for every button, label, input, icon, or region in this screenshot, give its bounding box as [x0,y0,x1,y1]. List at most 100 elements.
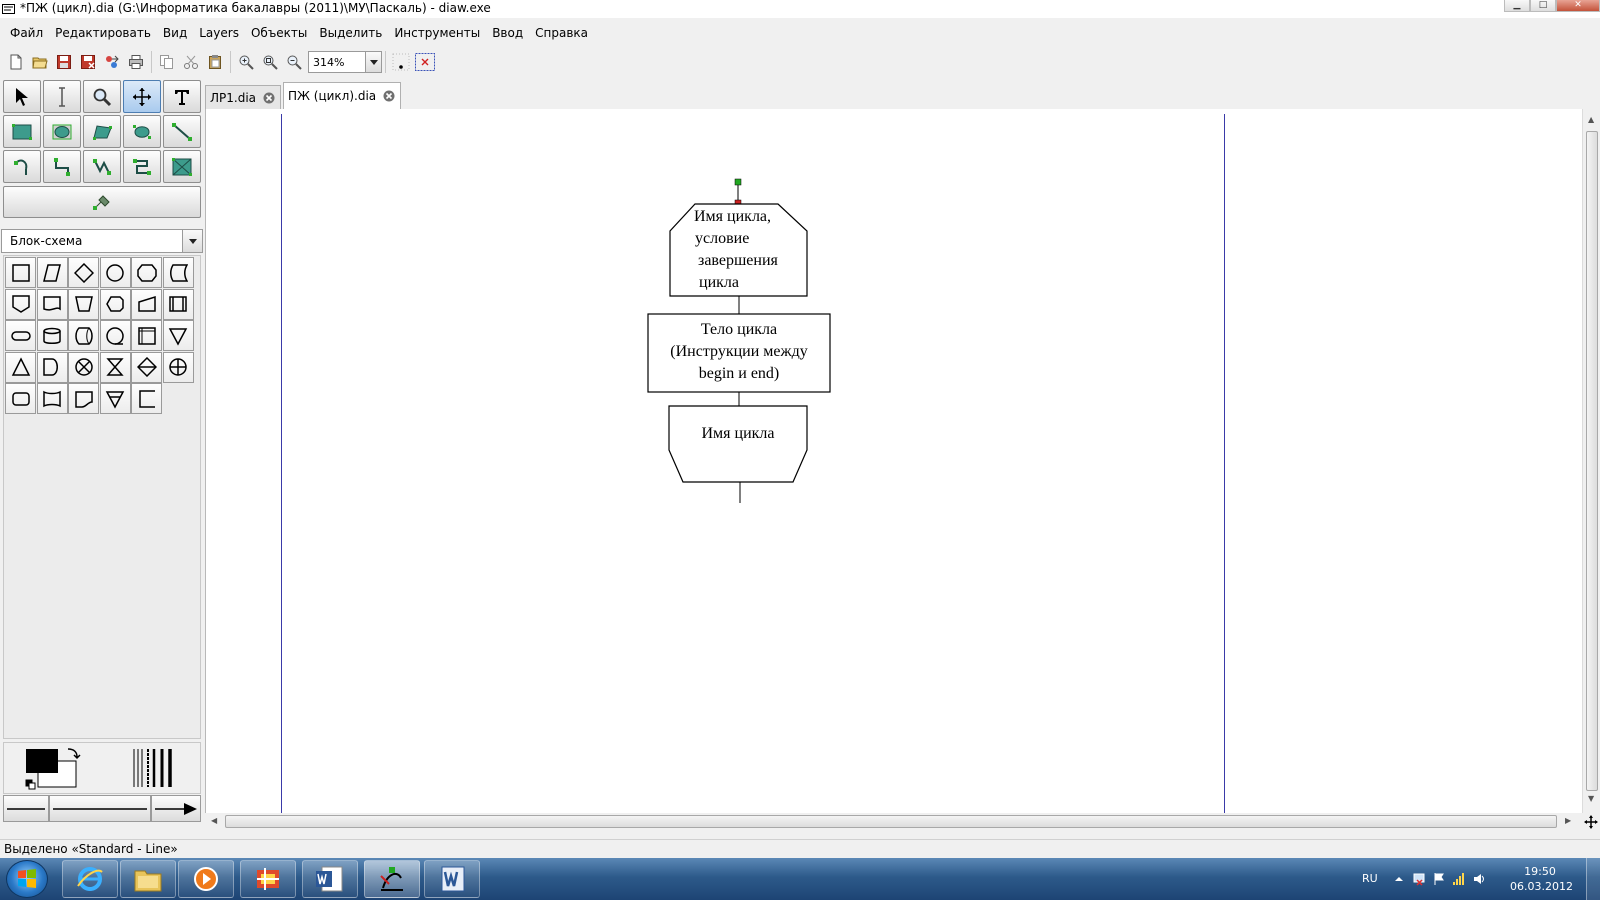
print-button[interactable] [124,50,148,74]
beziergon-tool[interactable] [123,115,161,148]
network-icon[interactable] [1412,871,1426,887]
shape-decision[interactable] [68,257,99,288]
save-as-button[interactable] [76,50,100,74]
text-cursor-tool[interactable] [43,80,81,113]
shape-direct-access[interactable] [68,320,99,351]
scroll-left-arrow[interactable]: ◀ [211,816,218,825]
shape-stored-data[interactable] [162,257,194,288]
shape-punched-card[interactable] [5,383,36,414]
taskbar-explorer[interactable] [62,860,118,898]
shape-connector[interactable] [99,257,131,288]
zoom-input[interactable] [308,51,366,73]
menu-objects[interactable]: Объекты [250,26,308,40]
snap-to-grid-button[interactable] [389,50,413,74]
signal-icon[interactable] [1452,871,1466,887]
tray-expand-icon[interactable] [1392,871,1406,887]
taskbar-dia[interactable] [364,860,420,898]
shape-summing-junction[interactable] [68,351,99,383]
sheet-selector[interactable]: Блок-схема [1,229,203,253]
outline-tool[interactable] [3,186,201,218]
swap-colors-icon[interactable] [67,748,81,760]
menu-file[interactable]: Файл [10,26,44,40]
bezier-line-tool[interactable] [123,150,161,183]
snap-to-objects-button[interactable] [413,50,437,74]
taskbar-file-manager[interactable] [120,860,176,898]
shape-delay[interactable] [36,351,68,383]
diagram-canvas[interactable]: Имя цикла, условие завершения цикла Тело… [205,109,1582,813]
zigzag-line-tool[interactable] [43,150,81,183]
maximize-button[interactable]: □ [1530,0,1556,12]
shape-card[interactable] [68,383,99,414]
ellipse-tool[interactable] [43,115,81,148]
shape-predefined-process[interactable] [162,288,194,320]
tab-close-button[interactable] [382,89,396,103]
menu-layers[interactable]: Layers [199,26,239,40]
magnify-tool[interactable] [83,80,121,113]
tab-close-button[interactable] [262,91,276,105]
shape-merge[interactable] [162,320,194,351]
scroll-right-arrow[interactable]: ▶ [1565,816,1572,825]
polygon-tool[interactable] [83,115,121,148]
tab-pzh-cycle[interactable]: ПЖ (цикл).dia [283,82,402,109]
menu-tools[interactable]: Инструменты [394,26,481,40]
shape-preparation[interactable] [131,257,162,288]
zoom-fit-button[interactable] [258,50,282,74]
tab-lr1[interactable]: ЛР1.dia [205,85,282,109]
shape-manual-input[interactable] [131,288,162,320]
open-file-button[interactable] [28,50,52,74]
horizontal-scroll-thumb[interactable] [225,815,1557,828]
sheet-dropdown-button[interactable] [182,230,202,252]
menu-help[interactable]: Справка [535,26,589,40]
shape-off-page[interactable] [5,288,36,320]
shape-or[interactable] [162,351,194,383]
save-button[interactable] [52,50,76,74]
clock[interactable]: 19:50 06.03.2012 [1510,864,1573,894]
menu-view[interactable]: Вид [162,26,188,40]
taskbar-word-document[interactable] [302,860,358,898]
zoom-out-button[interactable] [282,50,306,74]
navigation-corner[interactable] [1582,813,1600,830]
box-tool[interactable] [3,115,41,148]
shape-manual-operation[interactable] [68,288,99,320]
zoom-dropdown-button[interactable] [366,51,382,73]
shape-display[interactable] [99,288,131,320]
shape-data-io[interactable] [36,257,68,288]
loop-start-shape[interactable] [669,203,808,297]
scroll-up-arrow[interactable]: ▲ [1588,115,1595,124]
menu-input[interactable]: Ввод [492,26,524,40]
image-tool[interactable] [163,150,201,183]
language-indicator[interactable]: RU [1362,872,1378,885]
line-style-selector[interactable] [49,795,151,822]
scroll-down-arrow[interactable]: ▼ [1588,794,1595,803]
arc-tool[interactable] [3,150,41,183]
loop-end-shape[interactable] [668,405,808,483]
line-width-selector[interactable] [132,747,174,789]
shape-document[interactable] [36,288,68,320]
shape-extract[interactable] [5,351,36,383]
taskbar-paint[interactable] [240,860,296,898]
shape-internal-storage[interactable] [131,320,162,351]
menu-edit[interactable]: Редактировать [55,26,151,40]
new-file-button[interactable] [4,50,28,74]
volume-icon[interactable] [1472,871,1486,887]
shape-process[interactable] [5,257,36,288]
start-button[interactable] [6,860,48,898]
pointer-tool[interactable] [3,80,41,113]
shape-multi-document[interactable] [36,383,68,414]
export-button[interactable] [100,50,124,74]
shape-terminal[interactable] [5,320,36,351]
show-desktop-button[interactable] [1586,858,1600,900]
horizontal-scrollbar[interactable]: ◀ ▶ [205,813,1582,830]
text-tool[interactable] [163,80,201,113]
close-button[interactable]: ✕ [1556,0,1600,12]
shape-magnetic-disk[interactable] [36,320,68,351]
end-arrow-selector[interactable] [151,795,201,822]
line-tool[interactable] [163,115,201,148]
paste-button[interactable] [203,50,227,74]
vertical-scrollbar[interactable]: ▲ ▼ [1582,109,1600,813]
shape-punched-tape[interactable] [99,383,131,414]
polyline-tool[interactable] [83,150,121,183]
copy-button[interactable] [155,50,179,74]
minimize-button[interactable]: ▁ [1504,0,1530,12]
vertical-scroll-thumb[interactable] [1586,131,1598,791]
